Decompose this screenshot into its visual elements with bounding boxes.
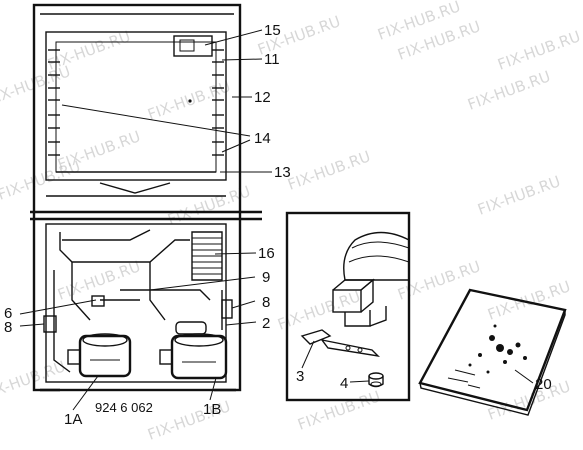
drain-pipe	[53, 270, 71, 373]
thermostat-knob	[179, 39, 195, 52]
interior-liner	[45, 31, 227, 181]
compressor-detail-inset	[285, 211, 411, 402]
mounting-plate	[300, 329, 332, 345]
cabinet-outline	[32, 3, 242, 392]
interior-light	[188, 99, 192, 103]
label-15: 15	[264, 22, 281, 39]
watermark: FIX-HUB.RU	[475, 172, 563, 219]
watermark: FIX-HUB.RU	[275, 287, 363, 334]
relay	[91, 295, 105, 307]
label-20: 20	[535, 376, 552, 393]
refrigerant-pipe	[62, 229, 151, 241]
label-9: 9	[262, 269, 270, 286]
thermostat-box	[173, 35, 213, 57]
watermark: FIX-HUB.RU	[295, 387, 383, 434]
inset-frame	[285, 211, 411, 402]
label-1a: 1A	[64, 411, 82, 428]
label-2: 2	[262, 315, 270, 332]
watermark: FIX-HUB.RU	[285, 147, 373, 194]
watermark: FIX-HUB.RU	[485, 277, 573, 324]
condenser-coil	[191, 231, 223, 281]
leader-lines	[19, 29, 534, 411]
instruction-manual	[418, 288, 567, 416]
refrigerator-cabinet	[30, 3, 262, 392]
rear-panel	[45, 223, 227, 383]
compressor-dome	[343, 231, 410, 281]
refrigerant-pipe	[120, 289, 211, 301]
label-8-right: 8	[262, 294, 270, 311]
compressor-1a	[67, 333, 132, 378]
label-11: 11	[264, 51, 280, 68]
label-4: 4	[340, 375, 348, 392]
refrigerant-pipe	[71, 262, 91, 321]
clamp	[221, 299, 233, 319]
watermark: FIX-HUB.RU	[495, 27, 583, 74]
label-8-left: 8	[4, 319, 12, 336]
watermark: FIX-HUB.RU	[485, 377, 573, 424]
label-3: 3	[296, 368, 304, 385]
rubber-grommet	[368, 372, 384, 388]
filter-drier	[175, 321, 207, 335]
watermark: FIX-HUB.RU	[55, 257, 143, 304]
label-1b: 1B	[203, 401, 221, 418]
terminal-box	[332, 278, 387, 327]
manual-cover	[418, 288, 567, 412]
crisper-cover	[99, 182, 171, 194]
drawing-code: 924 6 062	[95, 400, 153, 415]
callout-labels: 15 11 12 14 13 16 9 8 2 6 8 1A 1B 3 4 20…	[4, 22, 552, 428]
refrigerant-pipe	[59, 232, 190, 263]
label-14: 14	[254, 130, 271, 147]
label-16: 16	[258, 245, 275, 262]
refrigerant-pipe	[149, 262, 166, 321]
label-6: 6	[4, 305, 12, 322]
label-13: 13	[274, 164, 291, 181]
watermark: FIX-HUB.RU	[55, 127, 143, 174]
watermark: FIX-HUB.RU	[465, 67, 553, 114]
compressor-1b	[159, 321, 228, 380]
label-12: 12	[254, 89, 271, 106]
